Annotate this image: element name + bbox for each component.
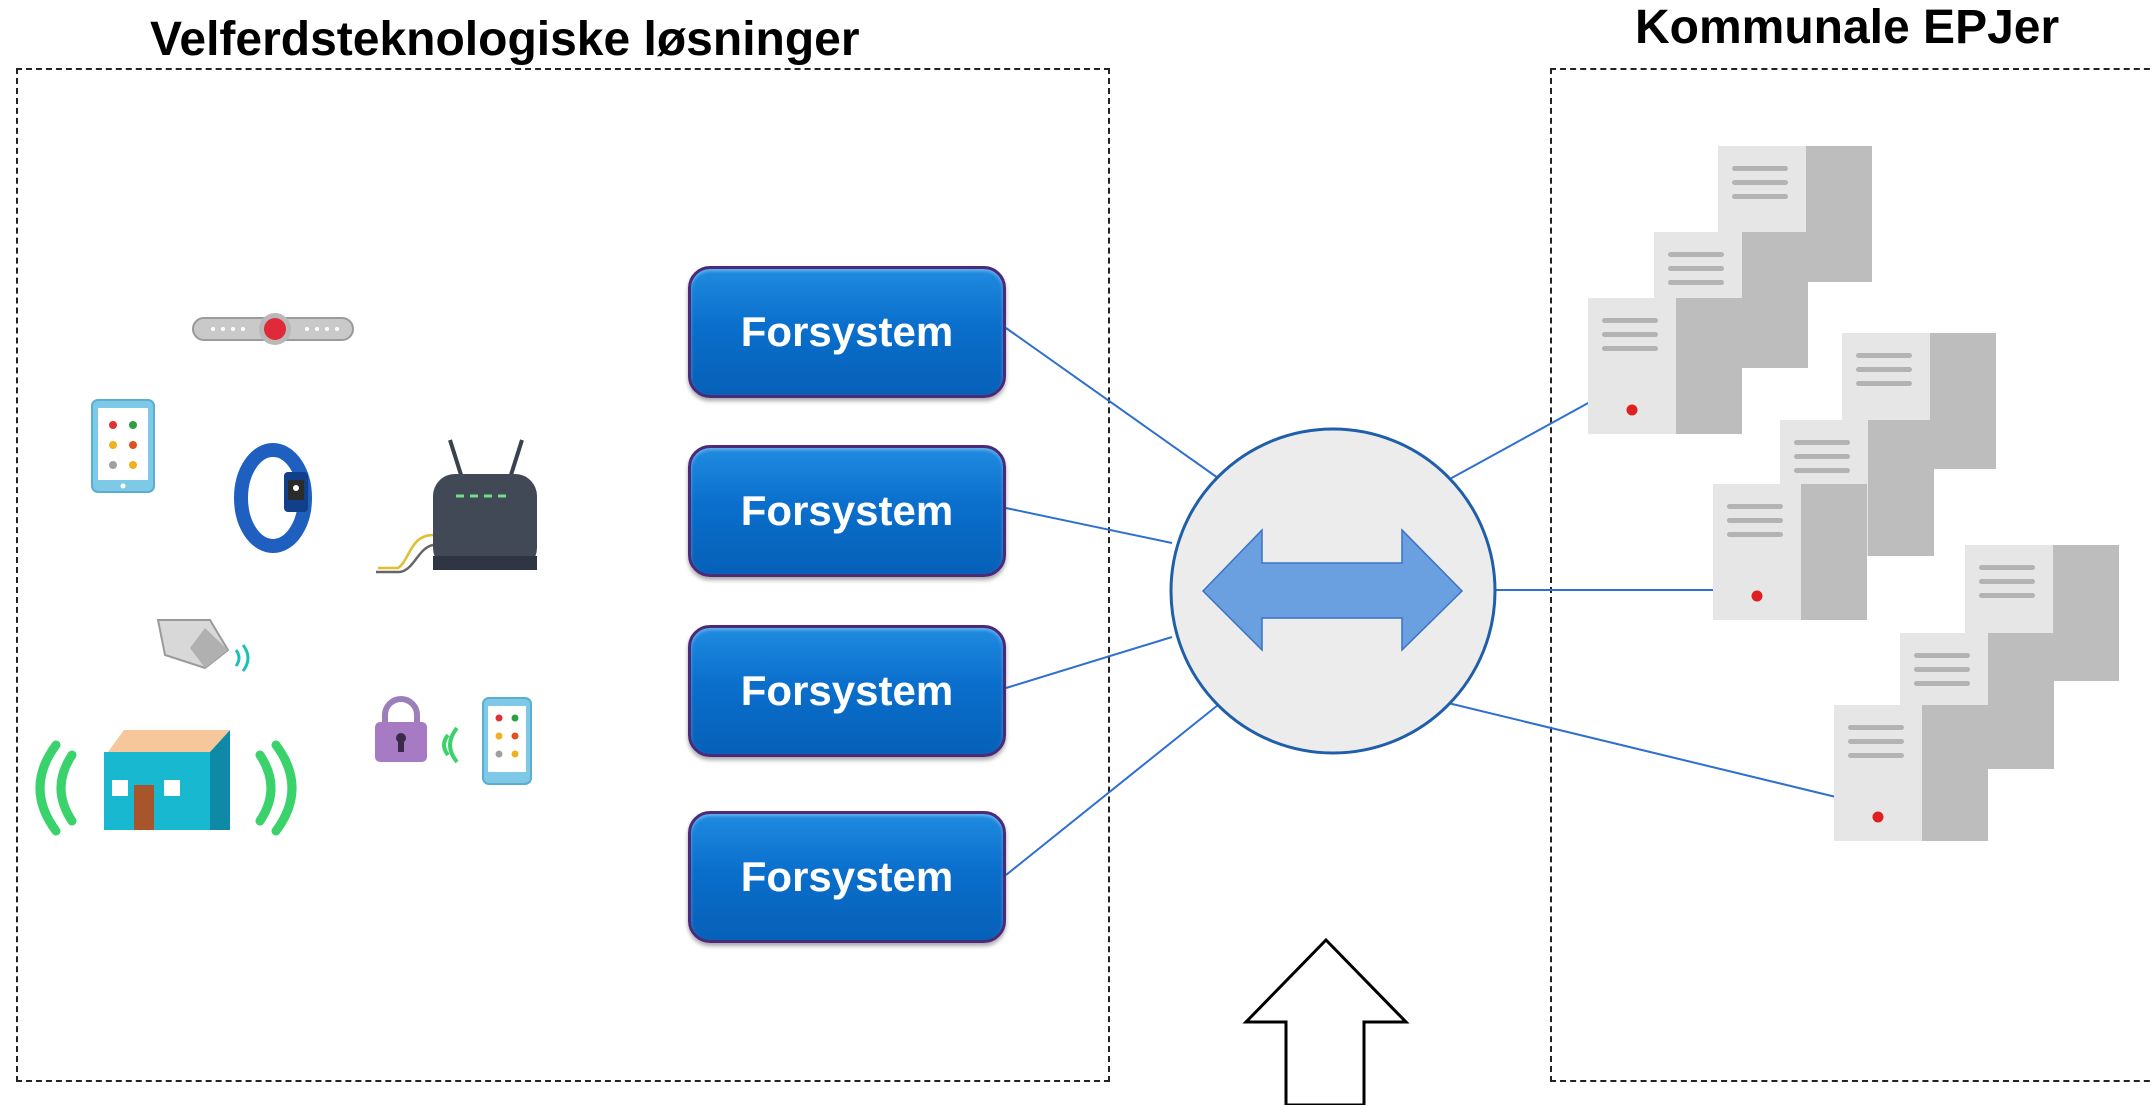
server-clusters <box>1588 146 2119 841</box>
fitness-band-icon <box>234 443 312 553</box>
municipal-epj-frame <box>1550 68 2152 1082</box>
connector-lines <box>1005 327 1837 876</box>
connector-line <box>1447 401 1591 481</box>
connector-line <box>1005 327 1219 479</box>
forsystem-label: Forsystem <box>740 853 954 900</box>
server-icon <box>1588 298 1742 434</box>
forsystem-box: Forsystem <box>688 625 1006 757</box>
door-sensor-icon <box>156 619 250 672</box>
tablet-icon <box>91 399 155 493</box>
server-icon <box>1713 484 1867 620</box>
title-welfare-technology: Velferdsteknologiske løsninger <box>150 13 860 66</box>
forsystem-label: Forsystem <box>740 487 954 534</box>
integration-hub <box>1169 427 1497 755</box>
forsystem-label: Forsystem <box>740 667 954 714</box>
router-icon <box>376 439 537 574</box>
connector-line <box>1447 702 1837 798</box>
connector-line <box>1005 507 1173 544</box>
server-icon <box>1834 705 1988 841</box>
alarm-wristband-icon <box>192 313 354 345</box>
phone-icon <box>482 697 532 785</box>
forsystem-box: Forsystem <box>688 266 1006 398</box>
welfare-technology-frame <box>16 68 1110 1082</box>
connector-line <box>1005 636 1173 689</box>
title-municipal-epj: Kommunale EPJer <box>1635 1 2060 54</box>
smart-home-icon <box>35 730 297 836</box>
forsystem-label: Forsystem <box>740 308 954 355</box>
up-arrow-icon <box>1242 937 1410 1105</box>
forsystem-box: Forsystem <box>688 811 1006 943</box>
forsystem-box: Forsystem <box>688 445 1006 577</box>
connector-line <box>1005 704 1219 876</box>
smart-lock-icon <box>375 696 459 764</box>
double-arrow-icon <box>1201 528 1464 652</box>
